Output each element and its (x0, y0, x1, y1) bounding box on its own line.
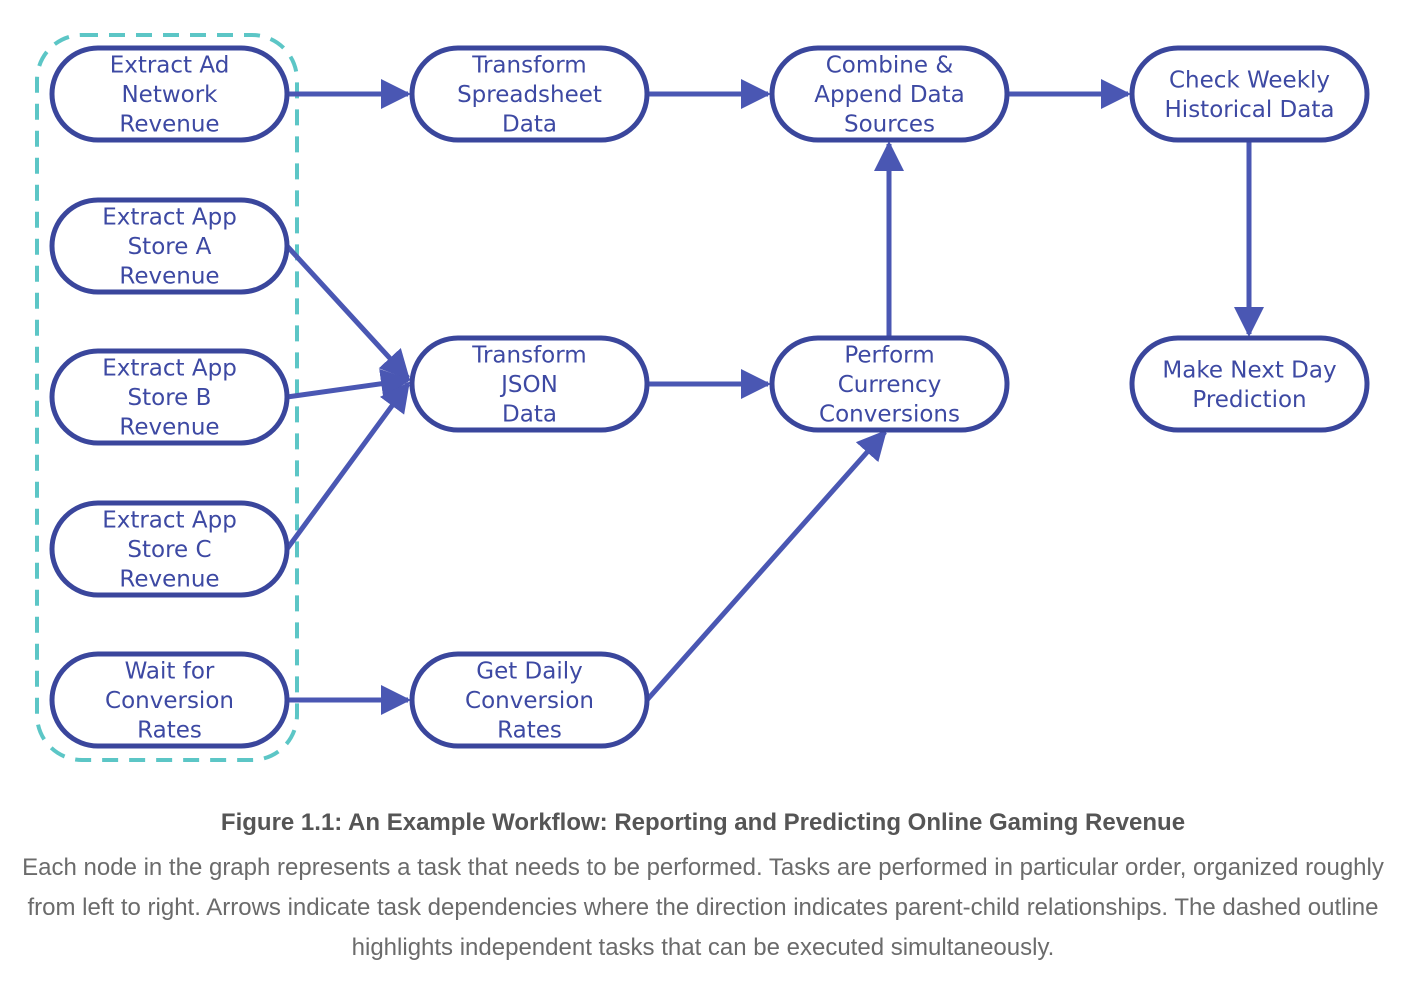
node-label-line: Extract Ad (110, 53, 230, 79)
node-shape (409, 651, 650, 749)
node-label-line: Data (502, 112, 557, 138)
edge-get-daily-to-perform-currency (645, 429, 887, 702)
node-shape (49, 348, 290, 446)
node-shape (409, 45, 650, 143)
node-label-line: Rates (497, 718, 562, 744)
node-label-line: Check Weekly (1169, 67, 1330, 93)
node-label-line: JSON (499, 372, 558, 398)
node-label-line: Get Daily (476, 659, 583, 685)
node-label-line: Prediction (1192, 387, 1306, 413)
node-shape (1129, 335, 1370, 433)
node-label-line: Make Next Day (1162, 357, 1336, 383)
node-label-line: Conversion (465, 688, 594, 714)
node-label-line: Wait for (125, 659, 215, 685)
edge-layer (284, 79, 1264, 715)
node-label-line: Network (121, 82, 218, 108)
node-label-line: Extract App (102, 508, 237, 534)
node-label-line: Revenue (119, 415, 219, 441)
node-label-line: Conversions (819, 402, 960, 428)
node-label-line: Transform (471, 343, 586, 369)
node-label-line: Perform (844, 343, 934, 369)
node-shape (769, 45, 1010, 143)
node-shape (49, 651, 290, 749)
node-shape (1129, 45, 1370, 143)
node-label-line: Store C (127, 537, 211, 563)
independent-tasks-outline (35, 33, 299, 762)
node-label-line: Combine & (826, 53, 954, 79)
node-shape (49, 197, 290, 295)
node-label-line: Append Data (814, 82, 965, 108)
node-shape (409, 335, 650, 433)
node-label-line: Store B (128, 385, 212, 411)
edge-extract-b-to-transform-json (286, 368, 411, 400)
node-label-line: Revenue (119, 112, 219, 138)
node-shape (769, 335, 1010, 433)
node-label-line: Currency (838, 372, 942, 398)
node-label-line: Spreadsheet (457, 82, 602, 108)
node-label-line: Extract App (102, 205, 237, 231)
node-label-line: Revenue (119, 264, 219, 290)
node-shape (49, 45, 290, 143)
node-shape (49, 500, 290, 598)
node-label-line: Rates (137, 718, 202, 744)
node-label-line: Transform (471, 53, 586, 79)
node-label-line: Data (502, 402, 557, 428)
node-label-line: Extract App (102, 356, 237, 382)
caption-text: Each node in the graph represents a task… (22, 854, 1384, 961)
node-label-line: Store A (128, 234, 212, 260)
figure-caption: Figure 1.1: An Example Workflow: Reporti… (0, 808, 1406, 968)
caption-title: Figure 1.1: An Example Workflow: Reporti… (220, 809, 1186, 836)
node-label-line: Historical Data (1165, 97, 1335, 123)
edge-extract-a-to-transform-json (285, 244, 411, 381)
node-label-line: Sources (844, 112, 935, 138)
edge-extract-c-to-transform-json (284, 381, 411, 551)
node-label-line: Conversion (105, 688, 234, 714)
node-label-line: Revenue (119, 567, 219, 593)
